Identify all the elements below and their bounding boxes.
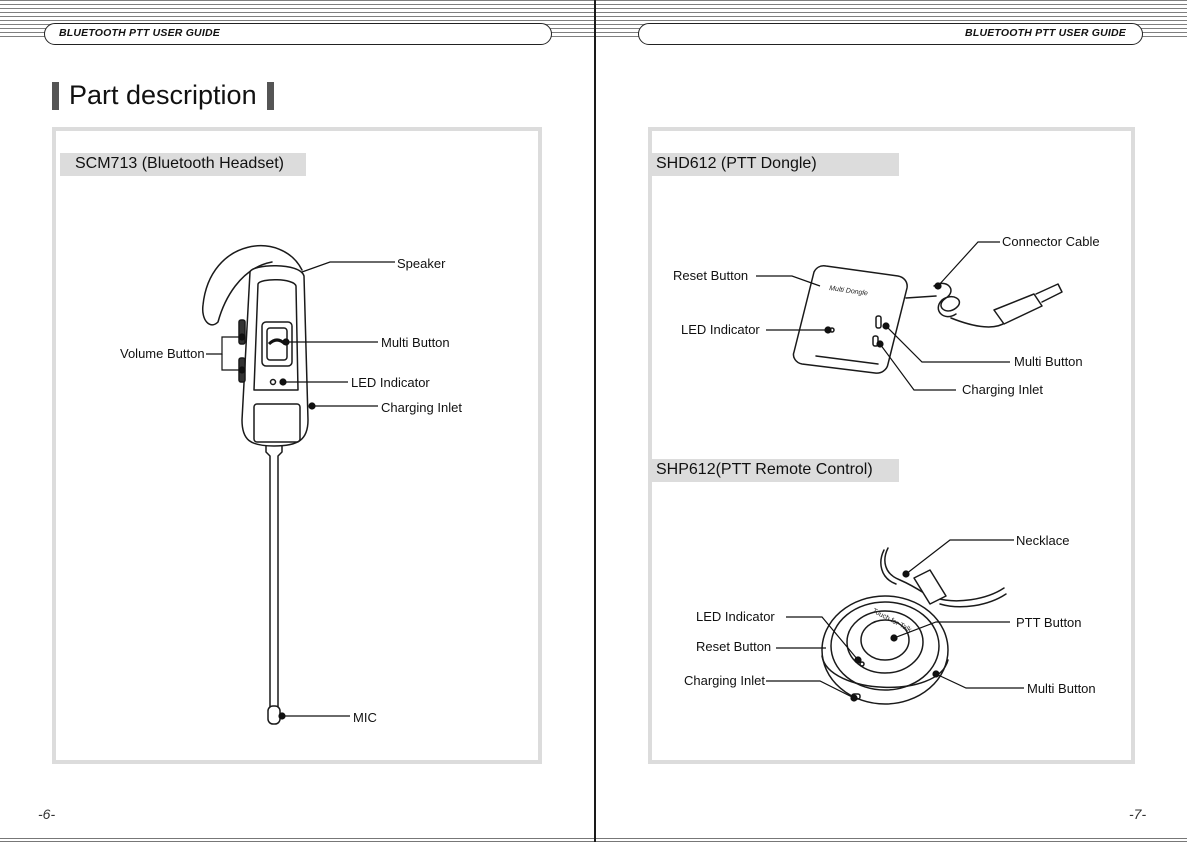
label-speaker: Speaker <box>397 256 446 271</box>
right-page: BLUETOOTH PTT USER GUIDE SHD612 (PTT Don… <box>596 0 1187 842</box>
remote-base-edge <box>821 655 949 688</box>
dongle-coil-cable <box>933 282 961 318</box>
label-multi-button-remote: Multi Button <box>1027 681 1096 696</box>
headset-face <box>253 279 299 391</box>
remote-section-title: SHP612(PTT Remote Control) <box>656 461 873 478</box>
volume-callout-down <box>221 354 242 371</box>
remote-body <box>821 595 949 705</box>
mic-tip <box>267 705 281 725</box>
remote-led-dot <box>859 661 865 667</box>
connector-plug <box>993 293 1043 325</box>
label-reset-button-dongle: Reset Button <box>673 268 749 283</box>
remote-section-header: SHP612(PTT Remote Control) <box>652 459 899 482</box>
label-charging-inlet-remote: Charging Inlet <box>684 673 765 688</box>
dongle-multi-callout <box>885 325 1010 363</box>
label-charging-inlet-dongle: Charging Inlet <box>962 382 1043 397</box>
page-number-left: -6- <box>38 806 56 822</box>
label-connector-cable: Connector Cable <box>1002 234 1100 249</box>
label-volume-button: Volume Button <box>120 346 205 361</box>
headset-bottom-box <box>253 403 301 443</box>
ptt-callout <box>893 621 1010 639</box>
mic-boom <box>265 445 283 713</box>
label-necklace: Necklace <box>1016 533 1070 548</box>
speaker-callout <box>301 261 395 273</box>
label-multi-button-dongle: Multi Button <box>1014 354 1083 369</box>
volume-callout-up <box>206 336 242 355</box>
dongle-charging-inlet <box>872 335 879 347</box>
connector-callout <box>937 241 1000 287</box>
remote-led-callout <box>786 616 859 661</box>
dongle-multi-button <box>875 315 882 329</box>
headset-panel: SCM713 (Bluetooth Headset) <box>52 127 542 764</box>
headset-section-header: SCM713 (Bluetooth Headset) <box>60 153 306 176</box>
remote-ring-outer <box>830 601 940 691</box>
page-spine <box>594 0 596 842</box>
dongle-illustration: Multi Dongle <box>756 241 1063 391</box>
ear-hook <box>201 245 303 326</box>
label-mic: MIC <box>353 710 377 725</box>
label-led-indicator-dongle: LED Indicator <box>681 322 760 337</box>
necklace-callout <box>905 539 1014 575</box>
necklace-clip <box>913 569 947 605</box>
title-bar-left <box>52 81 59 110</box>
necklace-right-inner <box>939 593 1007 608</box>
title-bar-right <box>266 81 274 110</box>
bottom-rule-left <box>0 838 594 842</box>
necklace-right <box>935 587 1005 602</box>
dongle-section-header: SHD612 (PTT Dongle) <box>652 153 899 176</box>
page-title: Part description <box>52 80 274 111</box>
bottom-rule-right <box>596 838 1187 842</box>
dongle-cable-neck <box>905 295 937 299</box>
header-title-right: BLUETOOTH PTT USER GUIDE <box>965 27 1126 39</box>
left-page: BLUETOOTH PTT USER GUIDE Part descriptio… <box>0 0 594 842</box>
remote-ptt-button <box>860 619 910 661</box>
header-title-left: BLUETOOTH PTT USER GUIDE <box>59 27 220 39</box>
headset-illustration <box>201 245 395 725</box>
remote-ring-middle <box>846 610 924 674</box>
remote-illustration: Touch for Talk <box>766 539 1024 705</box>
label-reset-button-remote: Reset Button <box>696 639 772 654</box>
label-led-indicator-remote: LED Indicator <box>696 609 775 624</box>
remote-charging-callout <box>766 680 855 699</box>
label-led-indicator: LED Indicator <box>351 375 430 390</box>
headset-section-title: SCM713 (Bluetooth Headset) <box>75 155 284 172</box>
label-ptt-button: PTT Button <box>1016 615 1082 630</box>
dongle-edge <box>815 355 879 365</box>
label-charging-inlet: Charging Inlet <box>381 400 462 415</box>
necklace-left-inner <box>880 549 897 585</box>
header-tab-left: BLUETOOTH PTT USER GUIDE <box>44 23 552 45</box>
reset-callout <box>756 275 821 287</box>
led-dot <box>269 378 277 386</box>
header-tab-right: BLUETOOTH PTT USER GUIDE <box>638 23 1143 45</box>
headset-body <box>241 265 309 447</box>
dongle-section-title: SHD612 (PTT Dongle) <box>656 155 817 172</box>
page-number-right: -7- <box>1129 806 1147 822</box>
connector-pin <box>1035 283 1063 303</box>
multi-button-shape <box>261 321 293 367</box>
label-multi-button: Multi Button <box>381 335 450 350</box>
remote-multi-callout <box>935 673 1024 689</box>
dongle-charging-callout <box>879 343 956 391</box>
